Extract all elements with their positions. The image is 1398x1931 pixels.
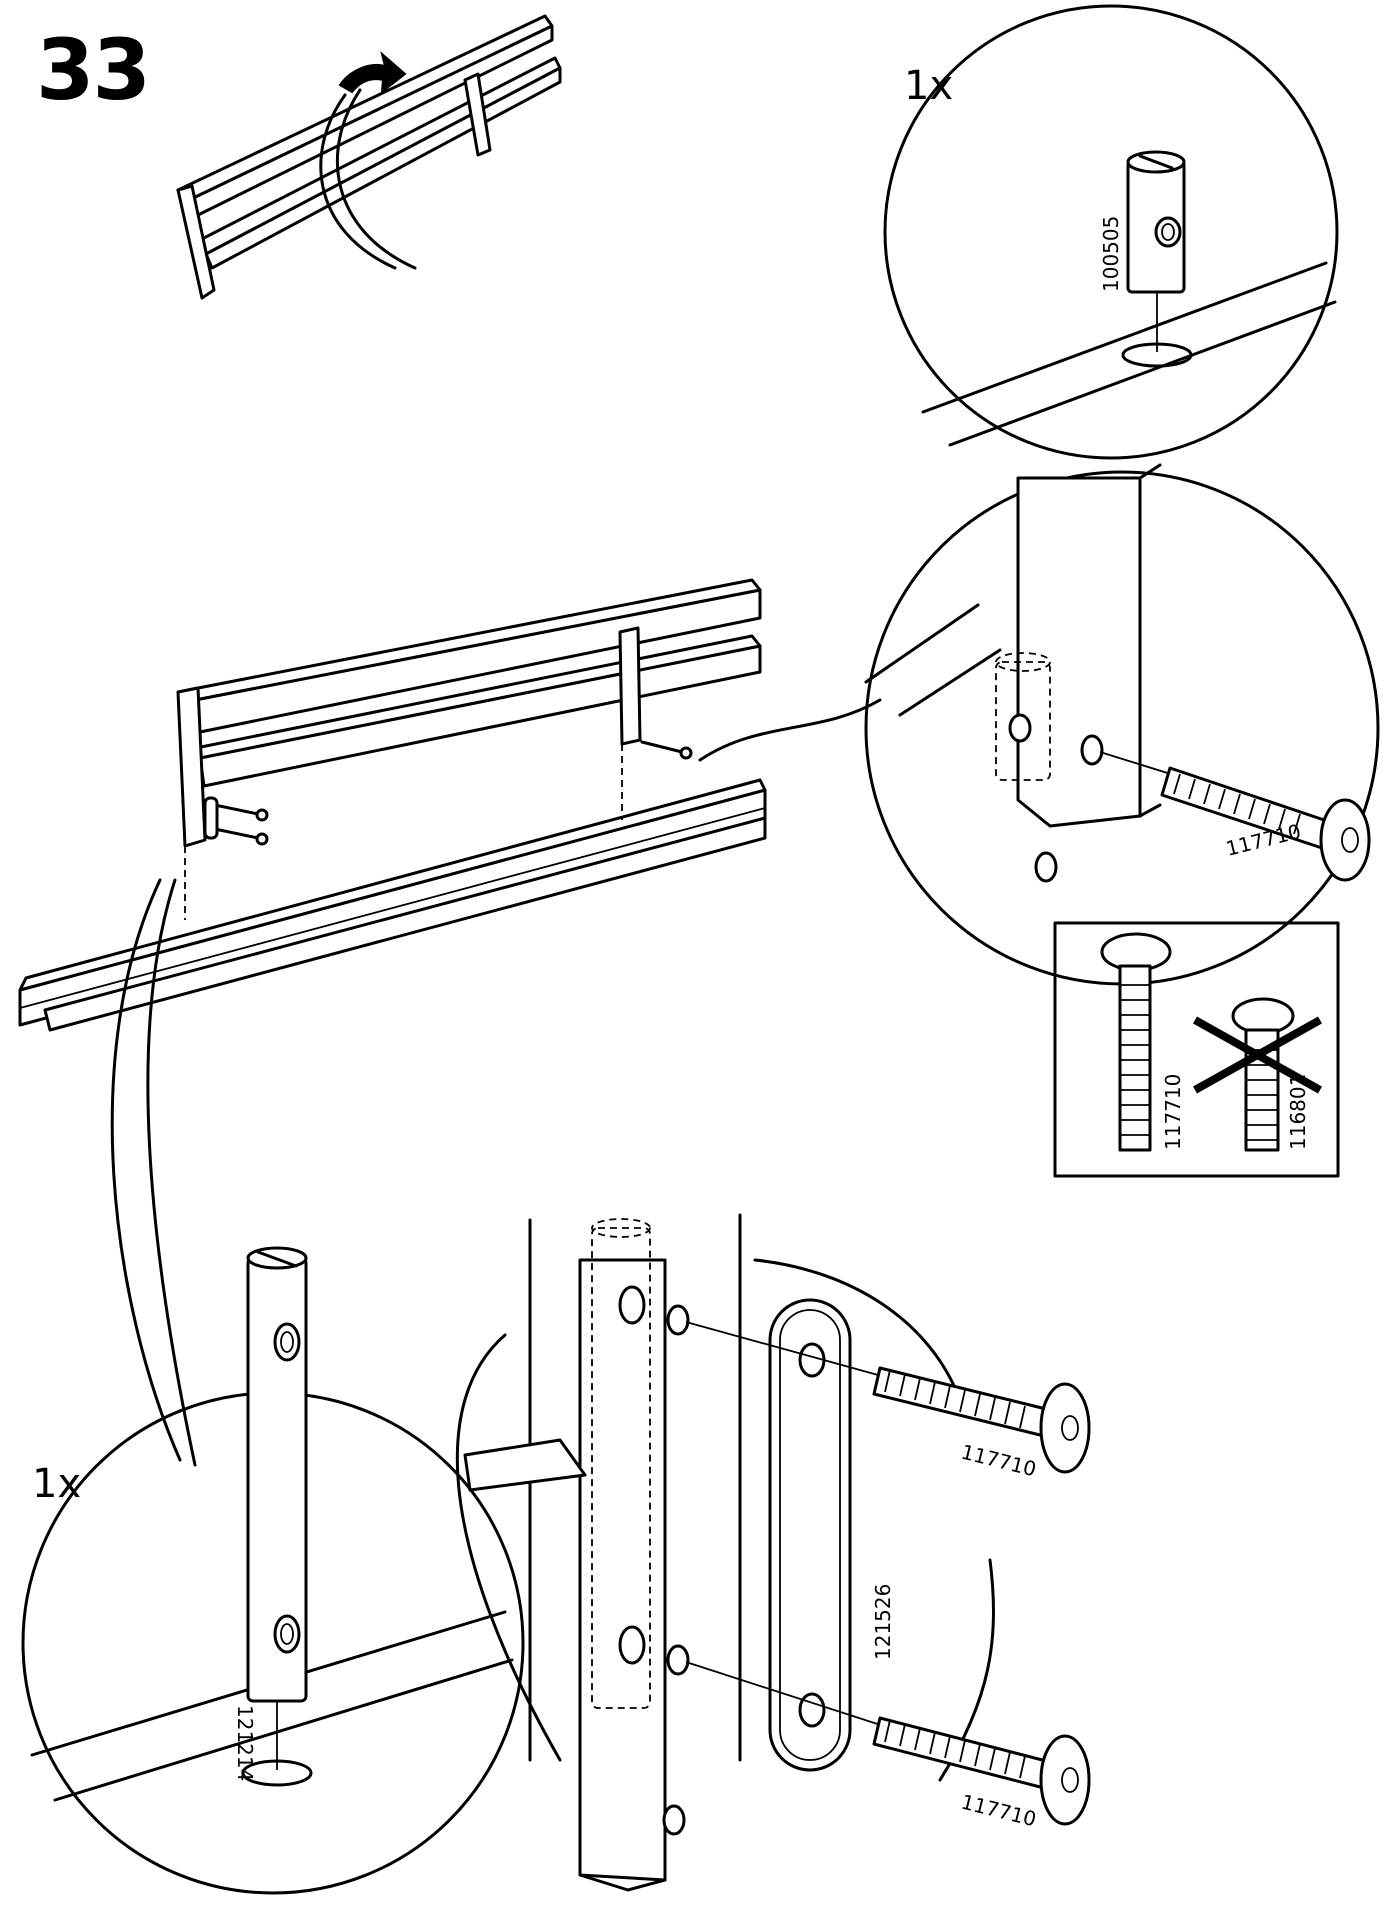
bolt-icon bbox=[1160, 766, 1371, 882]
detail-circle-dowel-long: 121214 bbox=[21, 1246, 525, 1895]
step-number: 33 bbox=[36, 21, 151, 119]
part-number-plate: 121526 bbox=[871, 1584, 895, 1660]
part-number-bolt-wrong: 116801 bbox=[1286, 1074, 1310, 1150]
bolt-icon-lower bbox=[872, 1716, 1091, 1826]
flip-rail-illustration bbox=[176, 14, 562, 300]
part-number-dowel-long: 121214 bbox=[233, 1705, 257, 1781]
bolt-icon-upper bbox=[872, 1366, 1091, 1474]
detail-circle-bolt: 117710 bbox=[864, 463, 1380, 986]
part-number-bolt-correct: 117710 bbox=[1161, 1074, 1185, 1150]
bolt-comparison-box: 117710 116801 bbox=[1053, 921, 1340, 1178]
part-number-dowel-short: 100505 bbox=[1099, 216, 1123, 292]
detail-circle-dowel-short: 100505 bbox=[883, 4, 1339, 460]
connector-plate bbox=[768, 1298, 852, 1772]
part-number-bolt-upper: 117710 bbox=[959, 1440, 1039, 1482]
rotate-arrow-icon bbox=[338, 51, 407, 95]
detail-plate-assembly: 117710 117710 121526 bbox=[455, 1213, 1091, 1892]
main-assembly bbox=[18, 578, 882, 1467]
quantity-label-bottom: 1x bbox=[32, 1461, 82, 1507]
part-number-bolt-lower: 117710 bbox=[959, 1790, 1039, 1832]
